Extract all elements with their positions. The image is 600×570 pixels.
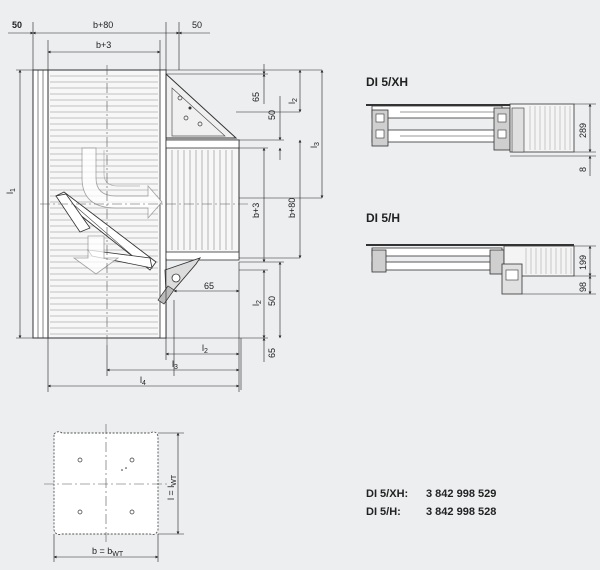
dim-l2-mid: l2 <box>251 300 263 306</box>
dim-right-50: 50 <box>192 20 202 30</box>
dim-b80-top: b+80 <box>93 20 113 30</box>
dim-50-b: 50 <box>267 296 277 306</box>
order-label-xh: DI 5/XH: <box>366 488 408 500</box>
side-view-xh: DI 5/XH 289 8 <box>366 75 596 176</box>
pallet-length-label: l = lWT <box>166 474 178 500</box>
plan-view <box>32 65 250 345</box>
diverter-plate <box>165 72 238 139</box>
pallet-hole <box>129 457 135 463</box>
dim-65-top: 65 <box>251 92 261 102</box>
dim-65-horizontal: 65 <box>204 281 214 291</box>
dim-l3: l3 <box>309 142 321 148</box>
order-codes: DI 5/XH: 3 842 998 529 DI 5/H: 3 842 998… <box>366 488 496 518</box>
side-view-h: DI 5/H 199 98 <box>366 211 596 295</box>
dim-l4-horizontal: l4 <box>140 375 146 387</box>
pallet-width-label: b = bWT <box>92 546 124 558</box>
order-label-h: DI 5/H: <box>366 506 401 518</box>
view-title-h: DI 5/H <box>366 211 400 225</box>
dim-l3-horizontal: l3 <box>172 359 178 371</box>
pallet-hole <box>129 509 135 515</box>
pallet-hole <box>77 457 83 463</box>
dim-b80-vertical: b+80 <box>287 198 297 218</box>
order-number-h: 3 842 998 528 <box>426 506 496 518</box>
dim-b3-vertical: b+3 <box>251 203 261 218</box>
branch-conveyor <box>165 139 240 261</box>
dim-98: 98 <box>578 282 588 292</box>
dim-199: 199 <box>578 255 588 270</box>
dim-l1: l1 <box>5 188 17 194</box>
swing-arm <box>55 191 202 305</box>
dim-289: 289 <box>578 123 588 138</box>
workpiece-pallet: l = lWT b = bWT <box>44 424 184 562</box>
order-number-xh: 3 842 998 529 <box>426 488 496 500</box>
dim-l2-horizontal: l2 <box>202 343 208 355</box>
branch-rollers <box>171 150 233 250</box>
dim-b3-top: b+3 <box>96 40 111 50</box>
pallet-hole <box>77 509 83 515</box>
dim-left-50: 50 <box>12 20 22 30</box>
dim-65-bottom: 65 <box>267 348 277 358</box>
view-title-xh: DI 5/XH <box>366 75 408 89</box>
dim-8: 8 <box>578 167 588 172</box>
dim-l2-top: l2 <box>287 98 299 104</box>
dim-50-a: 50 <box>267 110 277 120</box>
dimension-labels: 50 b+80 50 b+3 l1 65 l2 50 l3 b+3 b+80 5… <box>5 20 321 387</box>
dimension-lines <box>8 22 324 392</box>
